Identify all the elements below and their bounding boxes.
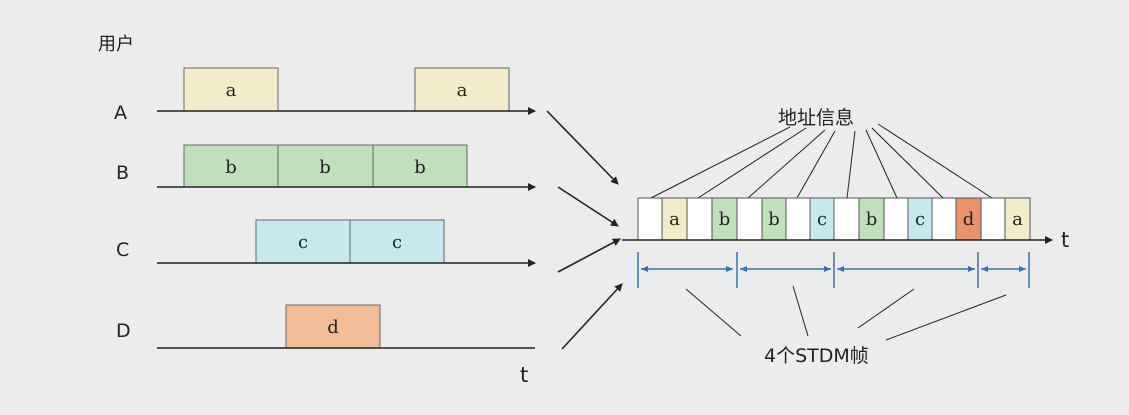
frame-brackets: [637, 252, 1030, 288]
data-block-a-1: [183, 67, 279, 112]
address-slot-5: [833, 197, 860, 241]
frame-leader-1: [685, 288, 742, 337]
user-name-d: D: [116, 320, 131, 342]
stdm-slot-3-label: b: [768, 209, 780, 230]
frame-leader-2: [792, 285, 809, 337]
stdm-slot-1-label: a: [669, 209, 680, 230]
timeline-d: D d: [116, 304, 535, 349]
mux-arrow-b: [557, 186, 619, 227]
address-info-label: 地址信息: [778, 107, 854, 129]
address-leader-lines: [650, 123, 993, 199]
address-leader-6: [865, 129, 898, 199]
data-block-b-1-label: b: [225, 157, 237, 178]
data-block-b-3: [372, 144, 468, 188]
address-slot-7: [931, 197, 957, 241]
stdm-slot-8: [1004, 197, 1031, 241]
stdm-slot-5: [858, 197, 885, 241]
mux-arrow-d: [561, 283, 623, 350]
time-axis-label-left: t: [520, 363, 528, 387]
data-block-a-2-label: a: [457, 80, 468, 101]
mux-arrow-a: [546, 110, 619, 185]
stdm-frame-label: 4个STDM帧: [764, 345, 869, 367]
frame-leader-3: [857, 288, 915, 329]
mux-arrows: [546, 110, 623, 350]
stdm-slot-strip: a b b c b c d a: [637, 197, 1031, 241]
data-block-d-1-label: d: [327, 317, 339, 338]
frame-span-2: [740, 266, 831, 272]
user-timelines: A a a B b b b C c c D d: [114, 67, 536, 387]
data-block-b-2-label: b: [319, 157, 331, 178]
address-leader-3: [747, 129, 826, 199]
user-header-label: 用户: [98, 34, 134, 55]
data-block-a-1-label: a: [226, 80, 237, 101]
data-block-c-2: [349, 219, 445, 264]
frame-span-4: [981, 266, 1026, 272]
stdm-slot-6-label: c: [915, 209, 925, 230]
timeline-b: B b b b: [116, 144, 536, 191]
stdm-slot-3: [761, 197, 787, 241]
stdm-time-label: t: [1061, 228, 1069, 252]
data-block-a-2: [414, 67, 510, 112]
frame-leader-lines: [685, 285, 1007, 341]
address-slot-6: [883, 197, 909, 241]
stdm-slot-7-label: d: [963, 209, 975, 230]
address-slot-3: [736, 197, 763, 241]
timeline-a: A a a: [114, 67, 536, 124]
user-name-b: B: [116, 162, 129, 184]
address-slot-8: [980, 197, 1006, 241]
stdm-slot-4-label: c: [817, 209, 827, 230]
stdm-slot-5-label: b: [866, 209, 878, 230]
stdm-slot-7: [955, 197, 982, 241]
data-block-b-3-label: b: [414, 157, 426, 178]
data-block-c-1-label: c: [298, 232, 308, 253]
address-leader-4: [796, 130, 836, 199]
address-leader-8: [877, 123, 993, 199]
frame-leader-4: [885, 294, 1007, 341]
address-leader-1: [650, 126, 791, 199]
address-slot-4: [785, 197, 811, 241]
address-slot-1: [637, 197, 663, 241]
stdm-slot-2-label: b: [719, 209, 731, 230]
stdm-slot-8-label: a: [1012, 209, 1023, 230]
frame-span-3: [837, 266, 975, 272]
data-block-c-1: [255, 219, 351, 264]
user-name-c: C: [116, 239, 129, 261]
address-slot-2: [686, 197, 713, 241]
address-leader-2: [697, 127, 807, 199]
stdm-slot-1: [661, 197, 688, 241]
mux-arrow-c: [557, 238, 621, 273]
address-leader-7: [871, 127, 944, 199]
user-name-a: A: [114, 102, 127, 124]
data-block-c-2-label: c: [392, 232, 402, 253]
data-block-d-1: [285, 304, 381, 349]
address-leader-5: [846, 130, 856, 199]
frame-span-1: [641, 266, 733, 272]
timeline-c: C c c: [116, 219, 536, 267]
